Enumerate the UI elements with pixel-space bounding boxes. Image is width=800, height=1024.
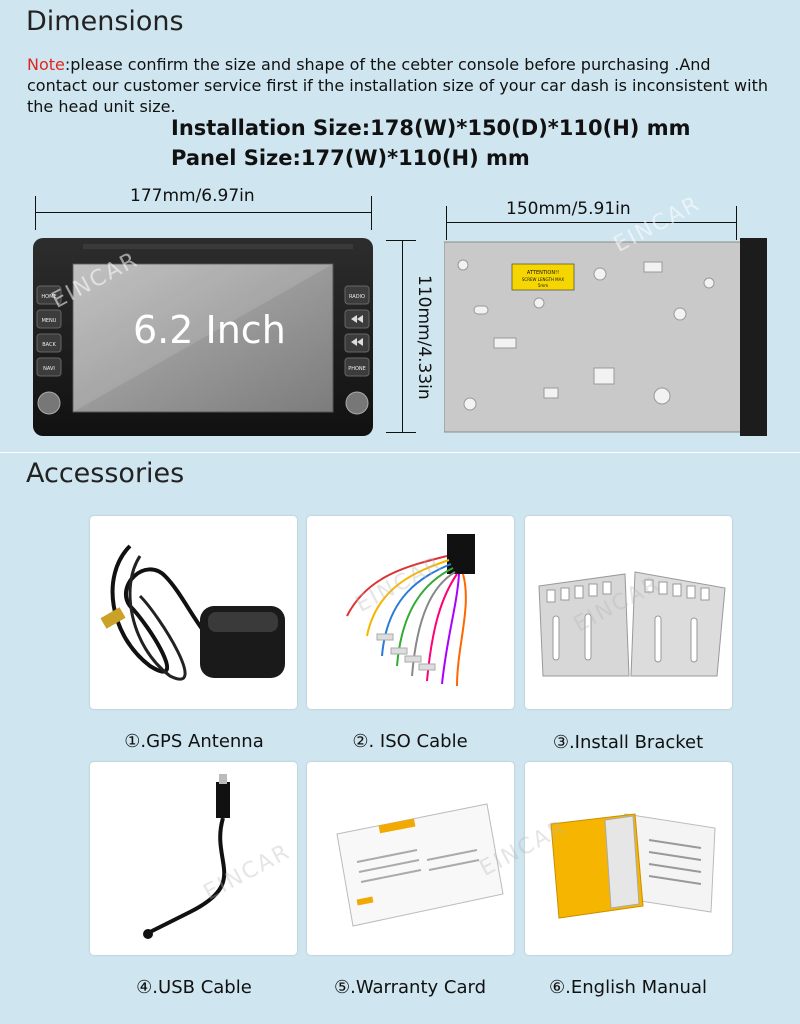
button-back: BACK [42, 342, 56, 348]
width-label: 177mm/6.97in [130, 186, 255, 206]
depth-dimension-tick-left [446, 206, 447, 240]
head-unit-front: HOME MENU BACK NAVI RADIO PHONE 6.2 Inch [33, 238, 373, 436]
gps-antenna-image [100, 544, 285, 681]
gps-antenna-caption: ①.GPS Antenna [124, 731, 264, 752]
head-unit-chassis: ATTENTION!! SCREW LENGTH MAX 5mm [443, 238, 767, 436]
attention-label: SCREW LENGTH MAX [522, 277, 564, 282]
height-label: 110mm/4.33in [414, 275, 434, 400]
height-dimension-line [402, 240, 403, 432]
width-dimension-tick-right [371, 196, 372, 230]
warranty-card-caption: ⑤.Warranty Card [334, 977, 486, 998]
gps-antenna-card [90, 516, 297, 709]
note-label: Note [27, 55, 65, 74]
depth-dimension-line [446, 222, 736, 223]
iso-cable-card [307, 516, 514, 709]
attention-label: 5mm [538, 283, 548, 288]
note-text: :please confirm the size and shape of th… [27, 55, 768, 116]
depth-dimension-tick-right [736, 206, 737, 240]
button-radio: RADIO [349, 294, 365, 300]
button-phone: PHONE [348, 366, 366, 372]
warranty-card-card [307, 762, 514, 955]
width-dimension-tick-left [35, 196, 36, 230]
english-manual-image [550, 813, 716, 919]
install-bracket-card [525, 516, 732, 709]
section-divider [0, 452, 800, 453]
attention-label: ATTENTION!! [527, 270, 559, 276]
install-bracket-caption: ③.Install Bracket [552, 732, 704, 753]
button-menu: MENU [42, 318, 57, 324]
screen-size-label: 6.2 Inch [133, 308, 286, 352]
usb-cable-caption: ④.USB Cable [136, 977, 252, 998]
warranty-card-image [336, 803, 504, 927]
accessories-title: Accessories [26, 458, 185, 489]
iso-cable-caption: ②. ISO Cable [352, 731, 468, 752]
width-dimension-line [35, 212, 372, 213]
height-dimension-tick-top [386, 240, 416, 241]
depth-label: 150mm/5.91in [506, 199, 631, 219]
height-dimension-tick-bottom [386, 432, 416, 433]
usb-cable-image [143, 774, 230, 939]
iso-cable-image [346, 534, 475, 687]
english-manual-caption: ⑥.English Manual [549, 977, 707, 998]
button-navi: NAVI [43, 366, 55, 372]
installation-size: Installation Size:178(W)*150(D)*110(H) m… [171, 116, 691, 140]
install-bracket-image [538, 571, 726, 677]
button-home: HOME [41, 294, 56, 300]
usb-cable-card [90, 762, 297, 955]
english-manual-card [525, 762, 732, 955]
panel-size: Panel Size:177(W)*110(H) mm [171, 146, 530, 170]
purchase-note: Note:please confirm the size and shape o… [27, 54, 772, 117]
dimensions-title: Dimensions [26, 6, 184, 37]
